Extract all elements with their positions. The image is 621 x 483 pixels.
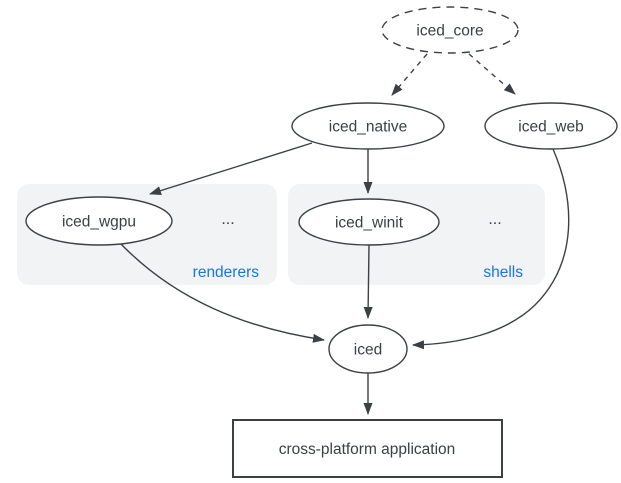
group-renderers-ellipsis: ... — [221, 211, 234, 228]
group-renderers-label: renderers — [193, 264, 260, 281]
node-iced-wgpu-label: iced_wgpu — [62, 214, 136, 231]
node-iced-winit-label: iced_winit — [335, 215, 404, 232]
node-iced-ellipse — [328, 324, 408, 374]
node-iced-core-label: iced_core — [416, 23, 483, 40]
node-application-label: cross-platform application — [279, 441, 456, 458]
node-iced-web-label: iced_web — [518, 119, 584, 136]
edge-iced-wgpu-to-iced — [119, 242, 325, 343]
group-shells-label: shells — [483, 264, 523, 281]
node-iced-label: iced — [354, 342, 382, 359]
node-iced-winit-ellipse — [298, 198, 440, 246]
node-iced-wgpu-ellipse — [25, 196, 173, 246]
edge-iced-native-to-iced-wgpu — [149, 142, 313, 195]
edge-iced-core-to-iced-web — [468, 53, 516, 95]
node-application-box — [232, 419, 503, 478]
node-iced-core-ellipse — [381, 6, 519, 54]
node-iced-native-ellipse — [291, 102, 445, 150]
edge-iced-web-to-iced — [412, 148, 570, 350]
node-iced-native-label: iced_native — [329, 119, 407, 136]
edge-iced-winit-to-iced — [363, 244, 373, 319]
group-shells-ellipsis: ... — [488, 211, 501, 228]
node-iced-web-ellipse — [484, 102, 618, 150]
edge-iced-core-to-iced-native — [391, 53, 428, 96]
